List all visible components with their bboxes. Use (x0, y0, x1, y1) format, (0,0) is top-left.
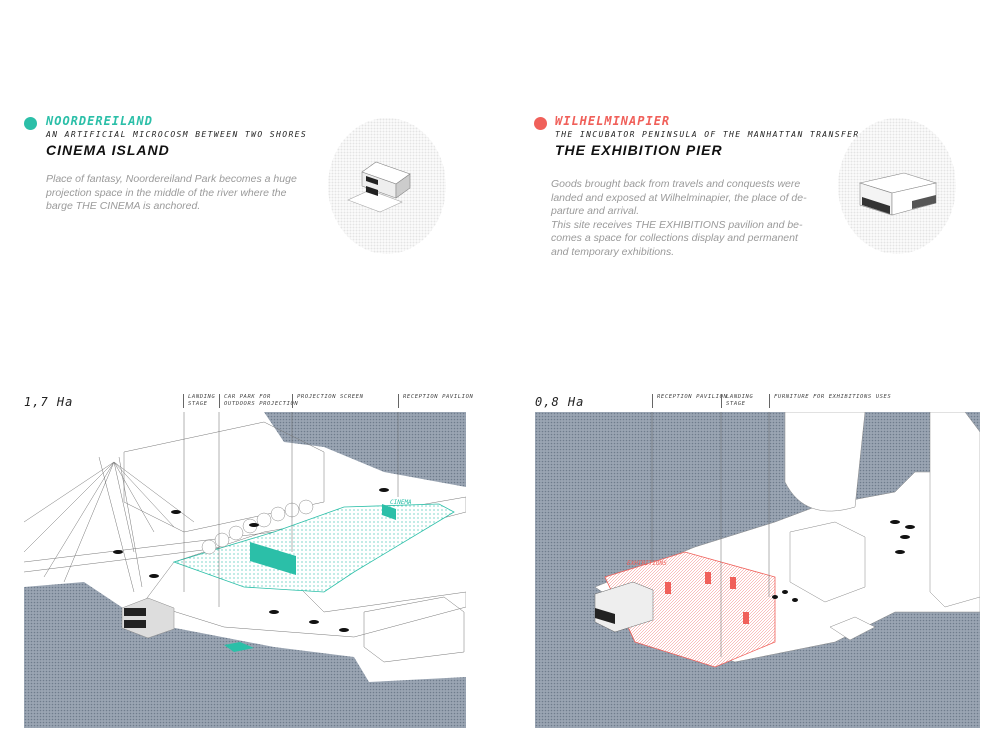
site-title: THE EXHIBITION PIER (555, 142, 723, 158)
exhibition-pavilion-icon (858, 172, 938, 216)
site-description: Place of fantasy, Noordereiland Park bec… (46, 173, 297, 212)
map-label-exhibitions: EXHIBITIONS (627, 560, 667, 567)
site-area: 1,7 Ha (24, 395, 74, 409)
projection-screen (250, 542, 296, 575)
site-name: WILHELMINAPIER (555, 114, 671, 128)
river-top (159, 412, 466, 487)
annotation-landing-stage: LANDING STAGE (721, 394, 753, 408)
annotation-projection-screen: PROJECTION SCREEN (292, 394, 364, 408)
annotation-reception-pavilion: RECEPTION PAVILION (398, 394, 473, 408)
annotation-car-park: CAR PARK FOR OUTDOORS PROJECTION (219, 394, 298, 408)
site-name: NOORDEREILAND (46, 114, 153, 128)
annotation-landing-stage: LANDING STAGE (183, 394, 215, 408)
site-title: CINEMA ISLAND (46, 142, 170, 158)
cinema-barge-icon (347, 161, 411, 213)
annotation-reception-pavilion: RECEPTION PAVILION (652, 394, 727, 408)
annotation-furniture: FURNITURE FOR EXHIBITIONS USES (769, 394, 891, 408)
park-area (172, 503, 455, 593)
exhibition-pier-axonometric: EXHIBITIONS (535, 412, 980, 728)
map-label-cinema: CINEMA (390, 499, 412, 506)
site-description: Goods brought back from travels and conq… (551, 178, 807, 258)
cinema-island-axonometric: CINEMA (24, 412, 466, 728)
site-subtitle: AN ARTIFICIAL MICROCOSM BETWEEN TWO SHOR… (46, 130, 308, 139)
site-area: 0,8 Ha (535, 395, 585, 409)
site-marker-dot (534, 117, 547, 130)
site-marker-dot (24, 117, 37, 130)
site-subtitle: THE INCUBATOR PENINSULA OF THE MANHATTAN… (555, 130, 860, 139)
